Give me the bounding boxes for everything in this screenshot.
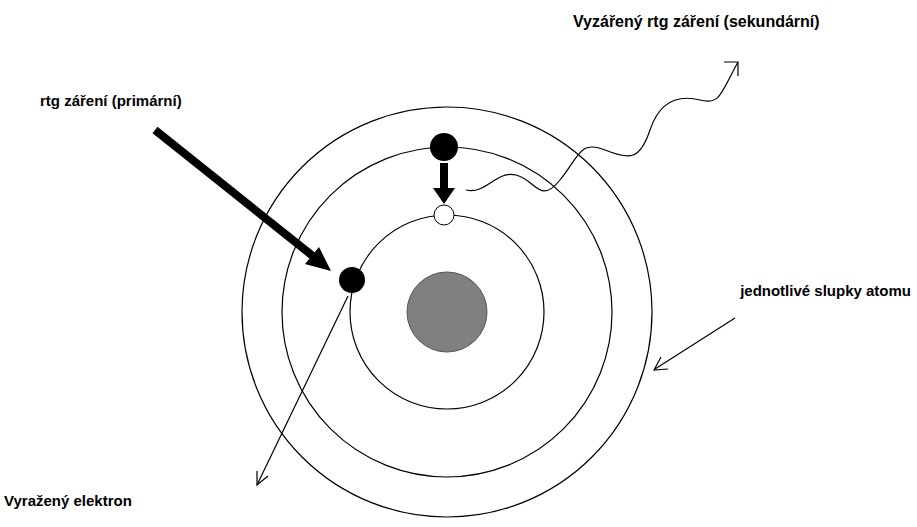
ejected-electron (339, 267, 365, 293)
leader-line (655, 318, 735, 369)
electron (430, 133, 458, 161)
outer-shell (242, 107, 652, 517)
secondary-ray-arrowhead (724, 62, 738, 76)
secondary-ray (466, 62, 738, 191)
primary-ray-arrowhead (305, 247, 331, 271)
transition-arrowhead (433, 188, 455, 204)
transition-arrow (440, 163, 448, 190)
middle-shell (282, 147, 612, 477)
primary-ray (155, 130, 314, 257)
ejected-electron-label: Vyražený elektron (4, 492, 132, 510)
ejection-arrow (257, 296, 348, 485)
nucleus (407, 272, 487, 352)
shell-label: jednotlivé slupky atomu (740, 282, 911, 300)
vacancy (434, 205, 454, 225)
inner-shell (350, 215, 544, 409)
primary-ray-label: rtg záření (primární) (40, 92, 182, 110)
ejection-arrowhead (257, 471, 268, 485)
secondary-ray-label: Vyzářený rtg záření (sekundární) (573, 12, 820, 31)
leader-arrowhead (654, 357, 668, 370)
